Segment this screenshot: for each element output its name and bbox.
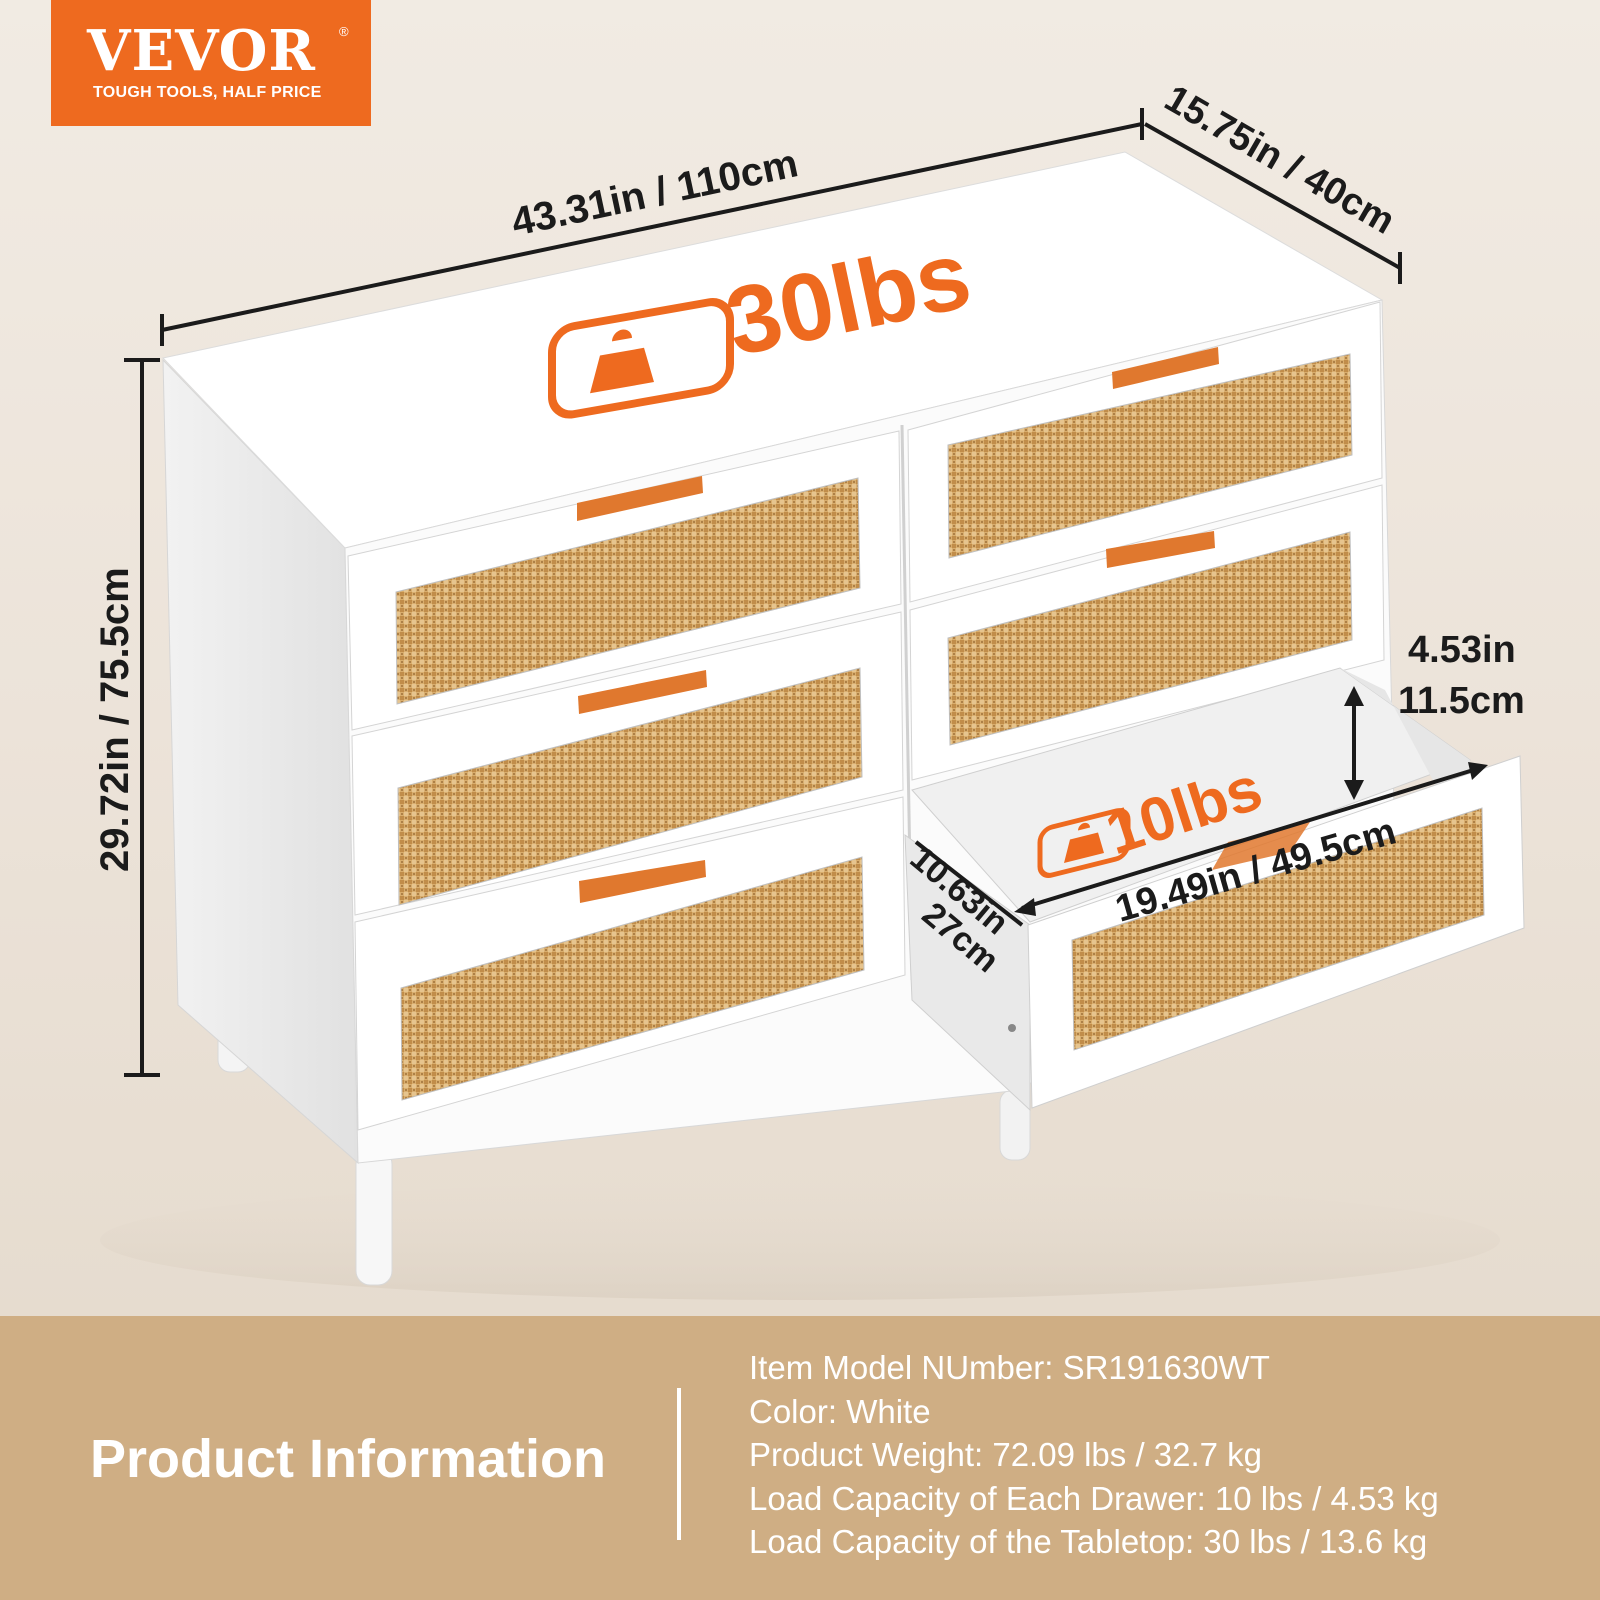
open-drawer: [904, 667, 1525, 1112]
registered-mark: ®: [339, 24, 349, 39]
product-info-panel: Product Information Item Model NUmber: S…: [0, 1316, 1600, 1600]
weight-icon: [548, 298, 734, 419]
info-weight: Product Weight: 72.09 lbs / 32.7 kg: [749, 1436, 1263, 1473]
left-drawers: [347, 430, 906, 1131]
brand-name: VEVOR: [87, 18, 316, 84]
product-info-title: Product Information: [90, 1429, 606, 1489]
info-model-number: Item Model NUmber: SR191630WT: [749, 1349, 1270, 1386]
floor-shadow: [100, 1180, 1500, 1300]
right-drawers: [907, 301, 1385, 781]
brand-tagline: TOUGH TOOLS, HALF PRICE: [93, 84, 322, 101]
product-info-list: Item Model NUmber: SR191630WT Color: Whi…: [749, 1346, 1439, 1564]
dimension-lines: [124, 108, 1481, 1077]
info-color: Color: White: [749, 1392, 931, 1430]
info-drawer-capacity: Load Capacity of Each Drawer: 10 lbs / 4…: [749, 1479, 1439, 1517]
info-divider: [677, 1388, 681, 1540]
dimension-arrows: [1014, 686, 1488, 916]
drawer-weight-icon: [1037, 808, 1131, 878]
width-dimension: 43.31in / 110cm: [508, 141, 802, 245]
drawer-height-cm: 11.5cm: [1398, 680, 1525, 722]
info-tabletop-capacity: Load Capacity of the Tabletop: 30 lbs / …: [749, 1523, 1428, 1560]
dresser-illustration: 30lbs 10lbs 43.31in / 110cm: [93, 77, 1525, 1300]
height-dimension: 29.72in / 75.5cm: [93, 567, 137, 872]
brand-logo: VEVOR ® TOUGH TOOLS, HALF PRICE: [51, 0, 371, 126]
drawer-height-in: 4.53in: [1408, 629, 1516, 671]
